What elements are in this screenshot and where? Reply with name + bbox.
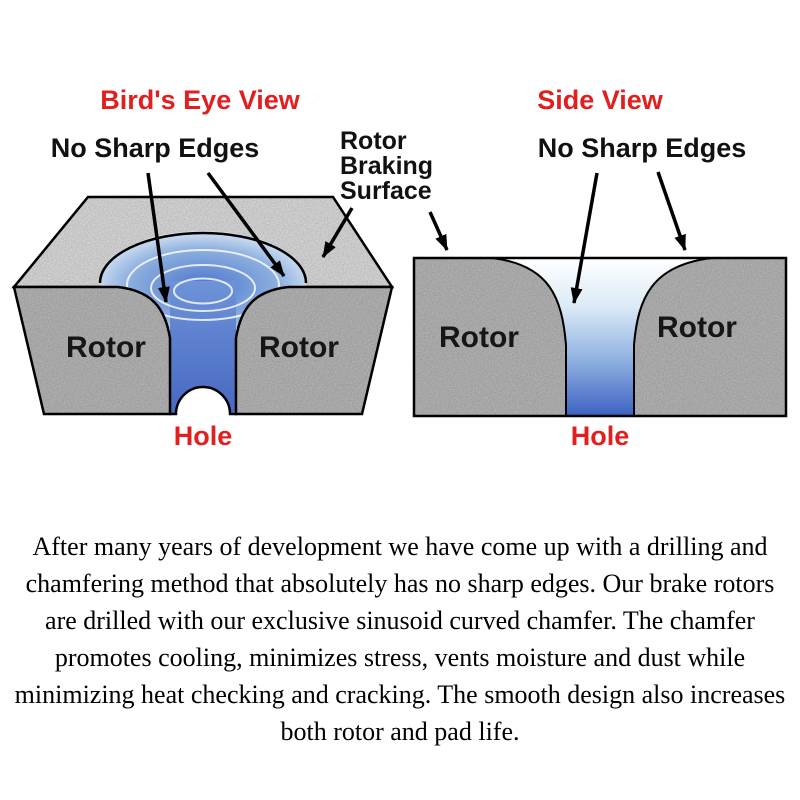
rotor-label-sideview-left: Rotor — [439, 321, 519, 354]
arrow-braking-surface-left — [321, 207, 354, 258]
arrow-no-sharp-right-a — [570, 172, 599, 304]
birdseye-diagram — [11, 195, 395, 416]
hole-label-sideview: Hole — [570, 421, 630, 451]
chamfer-contour-3 — [173, 277, 233, 305]
rotor-braking-surface-line3: Surface — [340, 177, 432, 205]
crater-rim-outline — [98, 231, 308, 284]
rotor-side-block-right — [633, 257, 787, 417]
hole-exit-notch — [169, 385, 237, 416]
chamfer-contour-2 — [150, 264, 256, 312]
side-view-title: Side View — [537, 85, 663, 115]
rotor-side-block-left — [413, 257, 567, 417]
arrow-no-sharp-left-a — [146, 172, 170, 303]
rotor-front-block-left — [12, 285, 172, 416]
no-sharp-edges-label-left: No Sharp Edges — [50, 133, 260, 163]
rotor-braking-surface-label: Rotor Braking Surface — [340, 129, 433, 204]
chamfer-contour-1 — [126, 249, 280, 321]
birdseye-view-title: Bird's Eye View — [100, 85, 300, 115]
rotor-label-sideview-right: Rotor — [657, 311, 737, 344]
arrow-no-sharp-right-b — [656, 171, 687, 251]
rotor-label-birdseye-left: Rotor — [66, 331, 146, 364]
callout-arrows — [146, 171, 687, 304]
rotor-braking-surface-line1: Rotor — [340, 127, 407, 155]
rotor-label-birdseye-right: Rotor — [259, 331, 339, 364]
description-paragraph: After many years of development we have … — [14, 532, 786, 746]
rotor-diagram-canvas — [11, 171, 788, 418]
hole-channel-front — [170, 281, 236, 414]
rotor-braking-surface-line2: Braking — [340, 152, 434, 180]
rotor-front-block-right — [234, 285, 394, 416]
sideview-diagram — [412, 256, 788, 418]
sideview-outline — [412, 256, 788, 418]
arrow-braking-surface-right — [428, 211, 449, 251]
arrow-no-sharp-left-b — [206, 171, 286, 278]
hole-label-birdseye: Hole — [173, 421, 233, 451]
no-sharp-edges-label-right: No Sharp Edges — [537, 133, 747, 163]
